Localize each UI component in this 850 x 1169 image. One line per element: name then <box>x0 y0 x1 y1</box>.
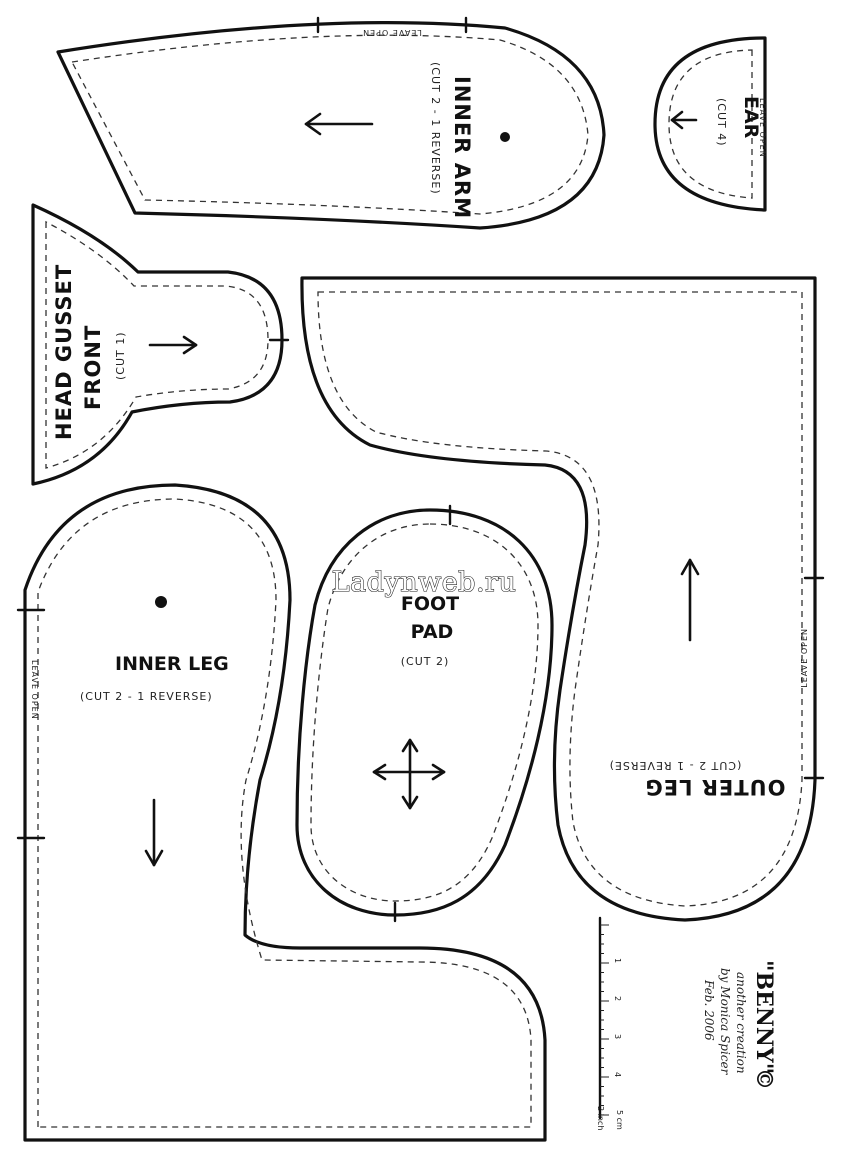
credit-line-2: by Monica Spicer <box>718 968 732 1076</box>
outer-leg-outline <box>300 276 817 922</box>
ear-label: EAR <box>740 96 762 139</box>
ruler-ticks <box>600 924 609 1116</box>
foot-pad-cut-label: (CUT 2) <box>401 655 450 668</box>
grain-arrow-icon <box>670 110 698 130</box>
ruler-tick-label: 4 <box>613 1072 622 1077</box>
grain-arrow-icon <box>148 335 198 355</box>
outer-leg-cut-label: (CUT 2 - 1 REVERSE) <box>609 759 742 772</box>
ear-outline <box>653 36 767 212</box>
copyright-symbol: © <box>751 1068 777 1090</box>
ruler-cm-label: 5 cm <box>615 1110 624 1130</box>
measurement-ruler: 5 cm 2 inch 1 2 3 4 <box>596 916 624 1130</box>
foot-pad-seam <box>310 523 539 902</box>
foot-pad-label-pad: PAD <box>411 621 454 643</box>
outer-leg-piece: LEAVE OPEN OUTER LEG (CUT 2 - 1 REVERSE) <box>300 276 825 922</box>
eye-position-dot <box>500 132 510 142</box>
grain-arrow-icon <box>144 798 164 867</box>
inner-leg-piece: LEAVE OPEN INNER LEG (CUT 2 - 1 REVERSE) <box>16 483 547 1142</box>
outer-leg-label: OUTER LEG <box>644 775 785 799</box>
inner-leg-outline <box>23 483 547 1142</box>
inner-leg-seam <box>37 498 532 1128</box>
grain-arrow-icon <box>680 558 700 642</box>
foot-pad-label: FOOT <box>401 593 459 615</box>
head-gusset-piece: HEAD GUSSET FRONT (CUT 1) <box>31 203 290 486</box>
ruler-tick-label: 1 <box>613 958 622 963</box>
inner-arm-opening-label: LEAVE OPEN <box>362 28 422 37</box>
inner-leg-opening-label: LEAVE OPEN <box>30 660 39 720</box>
outer-leg-seam <box>317 291 803 907</box>
ear-opening-label: LEAVE OPEN <box>758 98 767 158</box>
inner-arm-piece: LEAVE OPEN INNER ARM (CUT 2 - 1 REVERSE) <box>56 16 606 230</box>
inner-leg-label: INNER LEG <box>115 653 229 675</box>
inner-arm-label: INNER ARM <box>450 76 474 219</box>
head-gusset-seam <box>45 220 269 469</box>
watermark-text: Ladynweb.ru <box>332 567 517 598</box>
ruler-inch-label: 2 inch <box>596 1106 605 1130</box>
foot-pad-piece: FOOT PAD (CUT 2) <box>295 504 554 923</box>
ruler-tick-label: 2 <box>613 996 622 1001</box>
credit-line-3: Feb. 2006 <box>702 979 716 1041</box>
outer-leg-opening-label: LEAVE OPEN <box>800 628 809 688</box>
pattern-title: "BENNY" <box>751 960 777 1074</box>
ruler-tick-label: 3 <box>613 1034 622 1039</box>
head-gusset-label: HEAD GUSSET <box>52 264 76 440</box>
eye-position-dot <box>155 596 167 608</box>
ear-seam <box>668 49 753 199</box>
head-gusset-label-front: FRONT <box>81 325 105 410</box>
grain-arrow-icon <box>304 112 374 136</box>
ear-cut-label: (CUT 4) <box>715 98 728 147</box>
head-gusset-cut-label: (CUT 1) <box>114 331 127 380</box>
inner-arm-cut-label: (CUT 2 - 1 REVERSE) <box>429 62 442 195</box>
inner-leg-cut-label: (CUT 2 - 1 REVERSE) <box>80 690 213 703</box>
ear-piece: EAR (CUT 4) LEAVE OPEN <box>653 36 767 212</box>
four-way-arrow-icon <box>372 738 446 810</box>
credit-block: "BENNY" © another creation by Monica Spi… <box>702 960 777 1090</box>
credit-line-1: another creation <box>734 972 748 1074</box>
